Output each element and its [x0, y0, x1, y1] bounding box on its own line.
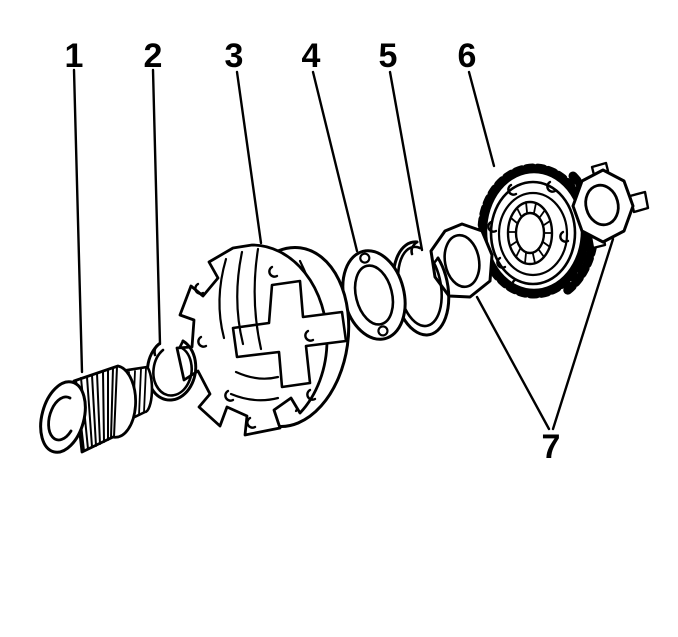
callout-label-3: 3 — [225, 37, 244, 75]
leader-line-2 — [151, 68, 162, 346]
snap-ring-inner — [152, 345, 193, 397]
center-bore — [514, 211, 546, 255]
snap-ring-outer — [145, 339, 198, 402]
callout-labels: 1 2 3 4 5 6 7 — [65, 37, 561, 466]
washer-hole-bottom — [377, 325, 389, 337]
washer-hole-top — [359, 252, 371, 264]
part-planetary-gear-set — [477, 163, 599, 299]
leader-line-7-left — [475, 295, 551, 431]
snap-ring-hook — [153, 342, 161, 357]
spline-bore-teeth — [507, 201, 553, 264]
leader-lines — [72, 68, 615, 431]
leader-line-7-right — [551, 237, 615, 431]
callout-label-4: 4 — [302, 37, 321, 75]
part-selective-washer-right — [571, 161, 650, 250]
leader-line-5 — [388, 70, 424, 252]
part-thrust-washer-holes — [341, 249, 407, 341]
part-snap-ring-rear — [391, 240, 451, 337]
washer-bore — [443, 233, 481, 289]
washer-bore — [584, 183, 620, 227]
snap-ring-outer — [391, 240, 451, 337]
part-reaction-shell — [175, 243, 351, 437]
snap-ring-hook — [410, 240, 419, 256]
snap-ring-end — [178, 339, 185, 349]
shell-face-ribs — [218, 247, 280, 402]
callout-label-1: 1 — [65, 37, 84, 75]
callout-label-5: 5 — [379, 37, 398, 75]
carrier-rivet-marks — [487, 180, 570, 291]
snap-ring-end — [432, 256, 440, 265]
washer-bore — [353, 264, 395, 326]
snap-ring-inner — [396, 245, 443, 328]
leader-line-6 — [467, 70, 496, 168]
shell-hub-cross-opening — [231, 279, 348, 389]
callout-label-6: 6 — [458, 37, 477, 75]
carrier-hub-ring — [497, 191, 569, 277]
leader-line-1 — [72, 68, 84, 374]
callout-label-7: 7 — [542, 428, 561, 466]
gear-head — [72, 364, 137, 454]
callout-label-2: 2 — [144, 37, 163, 75]
gear-bore — [47, 395, 73, 442]
part-input-gear — [39, 364, 154, 454]
leader-line-3 — [235, 70, 263, 245]
leader-line-4 — [311, 70, 359, 253]
part-snap-ring-front — [145, 339, 198, 402]
shell-rivet-marks — [194, 265, 317, 429]
